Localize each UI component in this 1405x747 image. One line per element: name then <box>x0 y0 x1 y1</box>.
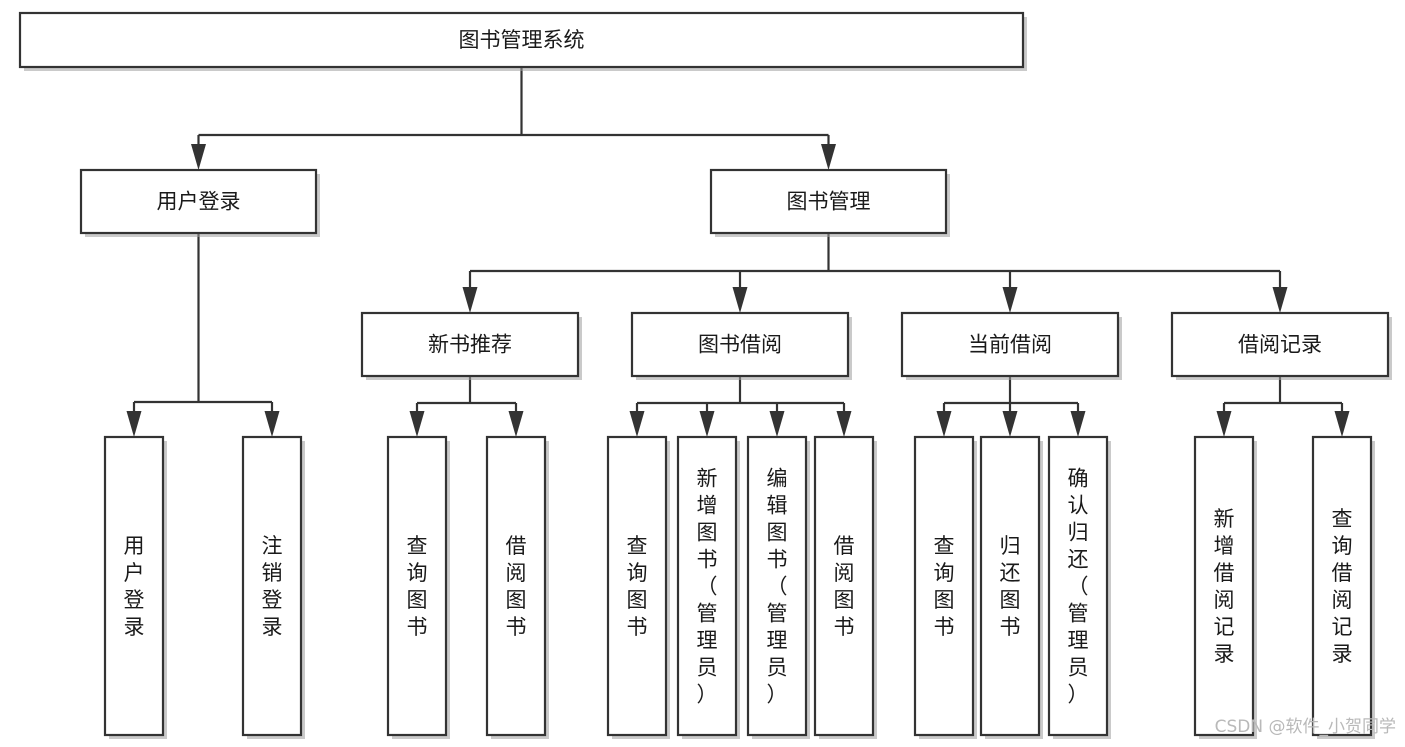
node-label-leaf-query-book-recommend: 查询图书 <box>407 534 428 639</box>
node-box-leaf-return-book[interactable] <box>979 435 1041 737</box>
node-box-book-management[interactable] <box>709 168 948 235</box>
node-label-root: 图书管理系统 <box>459 28 585 52</box>
node-box-leaf-confirm-return[interactable] <box>1047 435 1109 737</box>
node-label-leaf-user-login: 用户登录 <box>124 534 145 639</box>
node-label-leaf-borrow-book: 借阅图书 <box>834 534 855 639</box>
node-box-leaf-edit-book[interactable] <box>746 435 808 737</box>
node-box-leaf-add-book[interactable] <box>676 435 738 737</box>
node-leaf-confirm-return[interactable]: 确认归还（管理员） <box>1047 435 1111 739</box>
node-label-leaf-query-book-borrow: 查询图书 <box>627 534 648 639</box>
node-leaf-query-book-recommend[interactable]: 查询图书 <box>386 435 450 739</box>
node-label-leaf-borrow-book-recommend: 借阅图书 <box>506 534 527 639</box>
node-label-leaf-query-book-current: 查询图书 <box>934 534 955 639</box>
node-book-management[interactable]: 图书管理 <box>709 168 950 237</box>
node-leaf-return-book[interactable]: 归还图书 <box>979 435 1043 739</box>
edge-group-book-borrow <box>629 376 852 437</box>
node-label-user-login: 用户登录 <box>157 190 241 214</box>
node-label-current-borrow: 当前借阅 <box>968 333 1052 357</box>
node-leaf-add-book[interactable]: 新增图书（管理员） <box>676 435 740 739</box>
node-box-leaf-query-book-current[interactable] <box>913 435 975 737</box>
node-box-leaf-borrow-book-recommend[interactable] <box>485 435 547 737</box>
node-label-leaf-confirm-return: 确认归还（管理员） <box>1068 467 1089 707</box>
node-label-leaf-edit-book: 编辑图书（管理员） <box>767 467 788 707</box>
node-box-borrow-records[interactable] <box>1170 311 1390 378</box>
node-label-borrow-records: 借阅记录 <box>1238 333 1322 357</box>
csdn-watermark: CSDN @软件_小贺同学 <box>1215 717 1396 737</box>
node-box-leaf-add-record[interactable] <box>1193 435 1255 737</box>
node-leaf-edit-book[interactable]: 编辑图书（管理员） <box>746 435 810 739</box>
node-box-leaf-user-login[interactable] <box>103 435 165 737</box>
edge-group-user-login <box>126 233 280 437</box>
node-current-borrow[interactable]: 当前借阅 <box>900 311 1122 380</box>
node-label-book-management: 图书管理 <box>787 190 871 214</box>
edge-group-borrow-records <box>1216 376 1350 437</box>
node-leaf-query-book-borrow[interactable]: 查询图书 <box>606 435 670 739</box>
node-leaf-add-record[interactable]: 新增借阅记录 <box>1193 435 1257 739</box>
node-box-leaf-logout[interactable] <box>241 435 303 737</box>
node-new-book-recommend[interactable]: 新书推荐 <box>360 311 582 380</box>
node-box-current-borrow[interactable] <box>900 311 1120 378</box>
node-label-new-book-recommend: 新书推荐 <box>428 333 512 357</box>
node-leaf-user-login[interactable]: 用户登录 <box>103 435 167 739</box>
node-box-root[interactable] <box>18 11 1025 69</box>
node-label-leaf-query-record: 查询借阅记录 <box>1332 507 1353 666</box>
node-leaf-borrow-book-recommend[interactable]: 借阅图书 <box>485 435 549 739</box>
node-leaf-logout[interactable]: 注销登录 <box>241 435 305 739</box>
node-label-leaf-add-book: 新增图书（管理员） <box>697 467 718 707</box>
edge-group-current-borrow <box>936 376 1086 437</box>
edge-layer <box>126 67 1350 437</box>
node-label-leaf-logout: 注销登录 <box>262 534 283 639</box>
edge-group-root <box>191 67 836 170</box>
node-label-leaf-return-book: 归还图书 <box>1000 534 1021 639</box>
node-box-user-login[interactable] <box>79 168 318 235</box>
node-box-leaf-query-record[interactable] <box>1311 435 1373 737</box>
node-label-book-borrow: 图书借阅 <box>698 333 782 357</box>
node-book-borrow[interactable]: 图书借阅 <box>630 311 852 380</box>
node-borrow-records[interactable]: 借阅记录 <box>1170 311 1392 380</box>
node-box-new-book-recommend[interactable] <box>360 311 580 378</box>
node-root[interactable]: 图书管理系统 <box>18 11 1027 71</box>
node-box-leaf-query-book-borrow[interactable] <box>606 435 668 737</box>
node-layer: 图书管理系统用户登录图书管理新书推荐图书借阅当前借阅借阅记录用户登录注销登录查询… <box>18 11 1392 739</box>
node-box-leaf-query-book-recommend[interactable] <box>386 435 448 737</box>
node-user-login[interactable]: 用户登录 <box>79 168 320 237</box>
node-box-book-borrow[interactable] <box>630 311 850 378</box>
node-box-leaf-borrow-book[interactable] <box>813 435 875 737</box>
edge-group-book-management <box>462 233 1288 313</box>
node-leaf-query-record[interactable]: 查询借阅记录 <box>1311 435 1375 739</box>
node-leaf-query-book-current[interactable]: 查询图书 <box>913 435 977 739</box>
edge-group-new-book-recommend <box>409 376 524 437</box>
node-label-leaf-add-record: 新增借阅记录 <box>1214 507 1235 666</box>
node-leaf-borrow-book[interactable]: 借阅图书 <box>813 435 877 739</box>
